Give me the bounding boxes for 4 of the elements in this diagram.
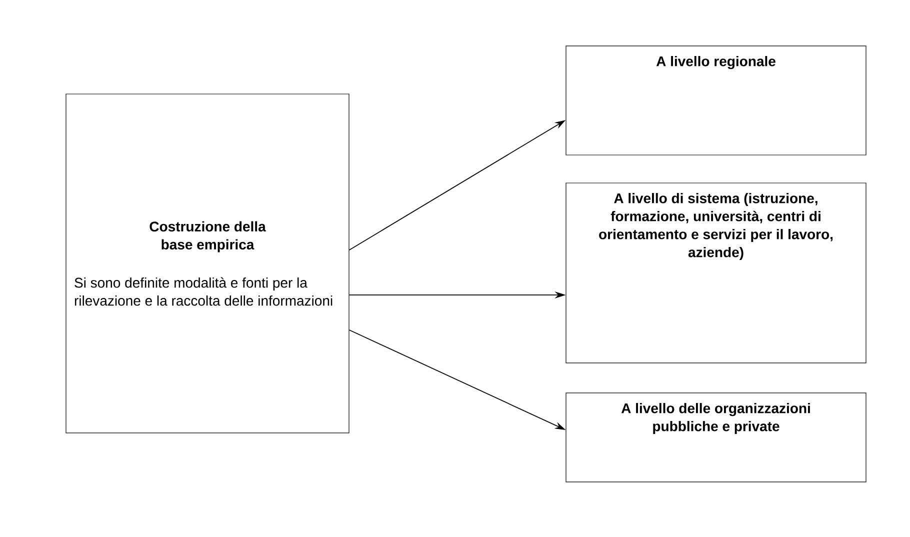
level-box: A livello di sistema (istruzione, formazione, università, centri di orientamento e servizi per il lavoro, aziende) — [566, 182, 866, 364]
level-box: A livello regionale — [566, 46, 866, 156]
level-box: A livello delle organizzazioni pubbliche e private — [566, 392, 866, 482]
process-box: Costruzione della base empirica Si sono definite modalità e fonti per la rilevazione e la raccolta delle informazioni — [66, 94, 350, 434]
